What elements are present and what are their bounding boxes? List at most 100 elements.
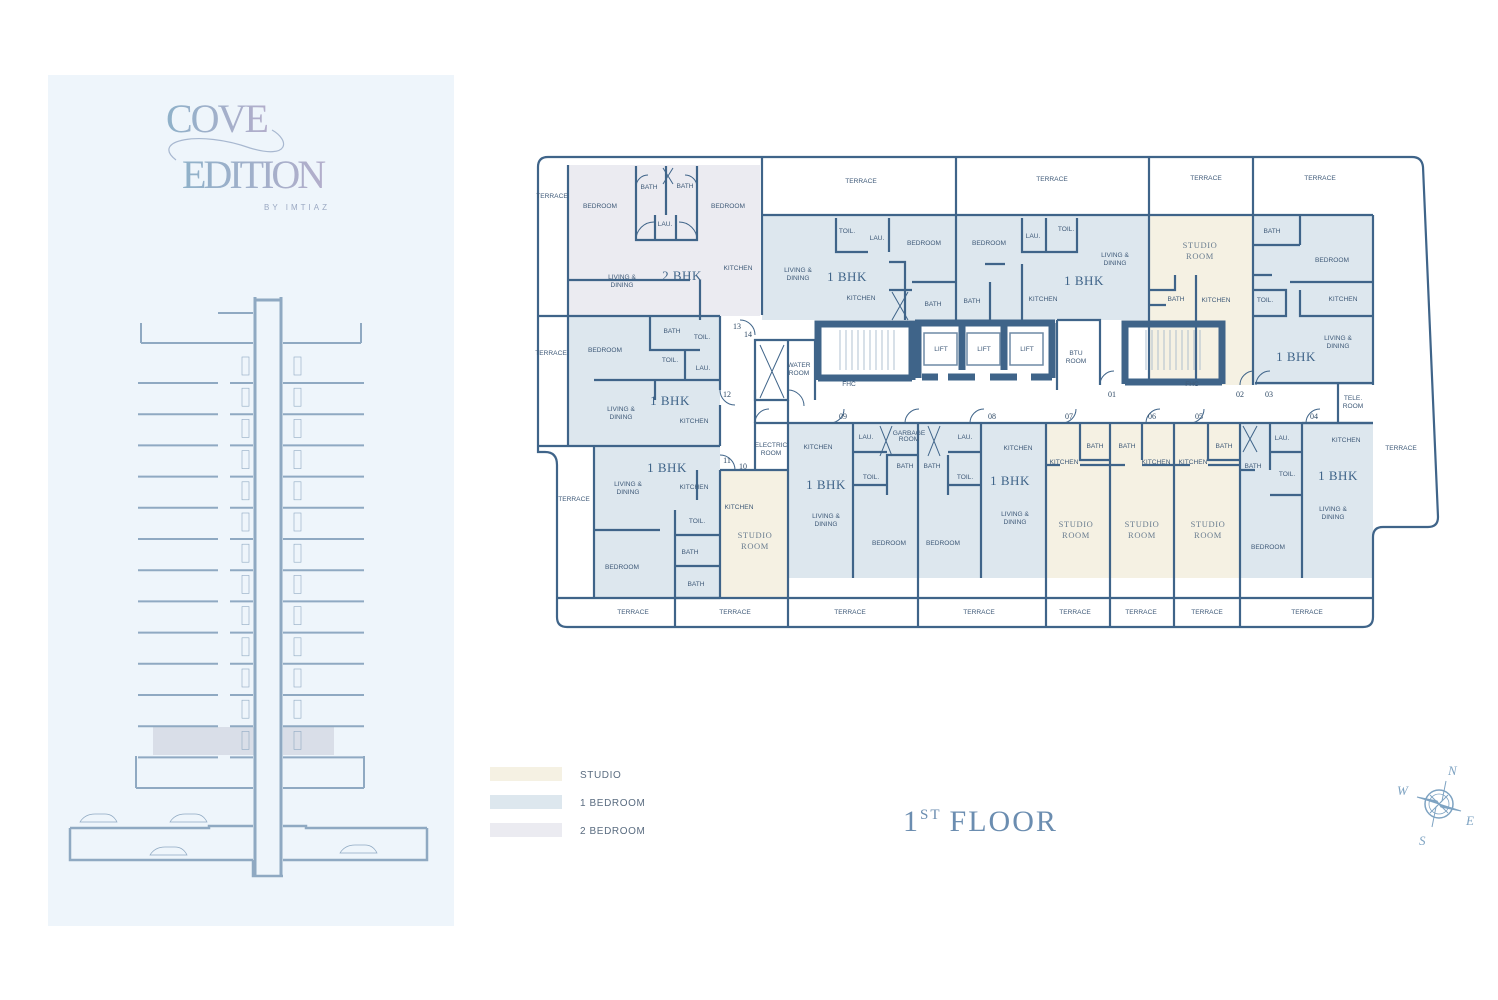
room-label: BATH: [963, 298, 980, 305]
unit-type-label: ROOM: [741, 541, 769, 551]
unit-type-label: 1 BHK: [650, 393, 690, 408]
room-label: LIVING &: [1101, 252, 1129, 259]
room-label: KITCHEN: [1142, 459, 1171, 466]
room-label: TOIL.: [839, 228, 856, 235]
section-window: [241, 481, 250, 501]
service-room-label: WATER: [787, 362, 810, 369]
unit-1bhk-left-b: [594, 446, 720, 598]
unit-number: 09: [839, 412, 847, 421]
room-label: LAU.: [870, 235, 885, 242]
room-label: LIVING &: [607, 406, 635, 413]
unit-number: 05: [1195, 412, 1203, 421]
unit-1bhk-top-right: [1253, 215, 1373, 385]
room-label: KITCHEN: [724, 265, 753, 272]
floor-plan: TERRACE TERRACE TERRACE TERRACE TERRACE …: [535, 155, 1440, 629]
room-label: DINING: [814, 521, 837, 528]
room-label: KITCHEN: [1332, 437, 1361, 444]
unit-type-label: ROOM: [1194, 530, 1222, 540]
lift-car-2: [966, 332, 1001, 366]
terrace-label: TERRACE: [1190, 175, 1222, 182]
room-label: TOIL.: [1058, 226, 1075, 233]
room-label: BATH: [1244, 463, 1261, 470]
room-label: KITCHEN: [725, 504, 754, 511]
room-label: TOIL.: [1257, 297, 1274, 304]
stair-icon: [839, 330, 1201, 370]
unit-type-label: STUDIO: [1183, 240, 1218, 250]
unit-top-a-labels: TOIL. LAU. BEDROOM LIVING & DINING 1 BHK…: [784, 228, 942, 308]
car-icon: [339, 844, 378, 854]
room-label: LIVING &: [1324, 335, 1352, 342]
terrace-label: TERRACE: [1191, 609, 1223, 616]
section-window: [241, 668, 250, 688]
room-label: BATH: [687, 581, 704, 588]
room-label: BEDROOM: [605, 564, 639, 571]
section-window: [293, 512, 302, 532]
unit-type-label: 1 BHK: [990, 473, 1030, 488]
room-label: KITCHEN: [1329, 296, 1358, 303]
room-label: KITCHEN: [804, 444, 833, 451]
unit-06-labels: BATH KITCHEN STUDIO ROOM: [1118, 443, 1170, 540]
room-label: BEDROOM: [926, 540, 960, 547]
building-section-drawing: [68, 297, 429, 878]
unit-type-label: STUDIO: [738, 530, 773, 540]
unit-1bhk-top-a: [762, 215, 956, 320]
section-window: [241, 575, 250, 594]
legend-swatch-studio: [490, 767, 562, 781]
room-label: BATH: [1167, 296, 1184, 303]
unit-type-label: ROOM: [1128, 530, 1156, 540]
section-window: [293, 481, 302, 501]
fhc-label: FHC: [842, 381, 856, 388]
car-icon: [149, 846, 188, 856]
unit-number: 06: [1148, 412, 1156, 421]
legend-swatch-2-bedroom: [490, 823, 562, 837]
room-label: BEDROOM: [972, 240, 1006, 247]
section-podium: [135, 756, 365, 789]
room-label: DINING: [786, 275, 809, 282]
unit-number: 01: [1108, 390, 1116, 399]
unit-04: [1240, 423, 1373, 578]
floor-title-suffix: ST: [920, 807, 942, 823]
section-window: [293, 387, 302, 407]
car-icon: [79, 813, 118, 823]
section-window: [293, 543, 302, 563]
compass-w: W: [1397, 783, 1409, 798]
room-label: TOIL.: [689, 518, 706, 525]
section-window: [293, 637, 302, 657]
unit-studio-left: [720, 470, 788, 598]
unit-number: 08: [988, 412, 996, 421]
unit-05-labels: KITCHEN BATH STUDIO ROOM: [1179, 443, 1233, 540]
stair-lift-core: [662, 167, 1258, 457]
terrace-label: TERRACE: [535, 350, 567, 357]
service-room-label: BTU: [1069, 350, 1082, 357]
room-label: LIVING &: [608, 274, 636, 281]
service-room-label: ELECTRIC: [755, 442, 788, 449]
room-label: KITCHEN: [1202, 297, 1231, 304]
unit-number: 13: [733, 322, 741, 331]
room-label: LIVING &: [1319, 506, 1347, 513]
unit-number: 12: [723, 390, 731, 399]
room-label: KITCHEN: [680, 418, 709, 425]
unit-type-label: 1 BHK: [647, 460, 687, 475]
section-window: [241, 512, 250, 532]
terrace-label: TERRACE: [845, 178, 877, 185]
service-room-label: TELE.: [1344, 395, 1362, 402]
unit-07-labels: KITCHEN BATH STUDIO ROOM: [1050, 443, 1104, 540]
section-window: [241, 387, 250, 407]
room-label: KITCHEN: [1029, 296, 1058, 303]
door-swings: [635, 174, 1321, 471]
unit-09-labels: KITCHEN LAU. 1 BHK TOIL. BATH LIVING & D…: [804, 434, 914, 547]
outer-wall: [536, 155, 1440, 629]
terrace-label: TERRACE: [963, 609, 995, 616]
unit-number: 04: [1310, 412, 1318, 421]
service-labels: WATER ROOM ELECTRIC ROOM LIFT LIFT LIFT …: [755, 346, 1364, 457]
room-label: KITCHEN: [1050, 459, 1079, 466]
service-room-label: ROOM: [899, 436, 920, 443]
legend-label-2-bedroom: 2 BEDROOM: [580, 826, 645, 837]
lift-label: LIFT: [934, 346, 948, 353]
room-label: LAU.: [1026, 233, 1041, 240]
unit-type-label: ROOM: [1186, 251, 1214, 261]
unit-number: 10: [739, 462, 747, 471]
room-label: BATH: [1263, 228, 1280, 235]
terrace-label: TERRACE: [834, 609, 866, 616]
